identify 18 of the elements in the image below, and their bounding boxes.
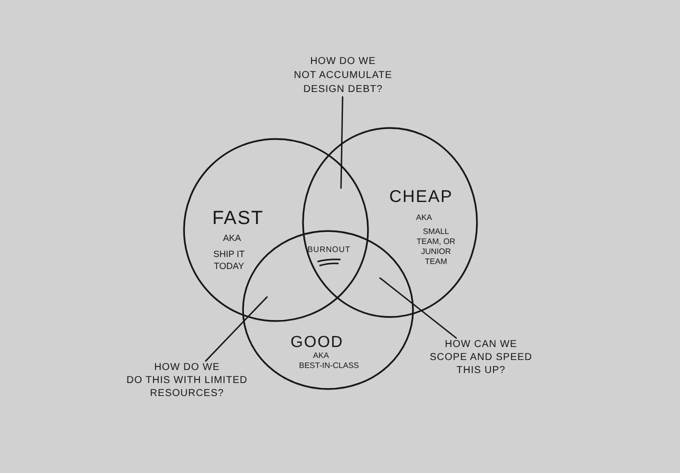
leader-line bbox=[379, 277, 457, 339]
venn-circle bbox=[183, 138, 369, 322]
description-text: SMALL TEAM, OR JUNIOR TEAM bbox=[416, 227, 456, 267]
alias-label: AKA bbox=[223, 233, 241, 244]
description-text: SHIP IT TODAY bbox=[213, 248, 245, 272]
circle-title: GOOD bbox=[290, 333, 344, 352]
leader-line bbox=[340, 96, 344, 189]
description-text: BEST-IN-CLASS bbox=[299, 361, 359, 371]
question-text: HOW DO WE NOT ACCUMULATE DESIGN DEBT? bbox=[294, 55, 392, 97]
overlap-label: BURNOUT bbox=[307, 245, 351, 255]
circle-title: FAST bbox=[212, 208, 264, 230]
alias-label: AKA bbox=[313, 351, 329, 361]
question-text: HOW DO WE DO THIS WITH LIMITED RESOURCES? bbox=[126, 361, 248, 400]
circle-title: CHEAP bbox=[389, 186, 453, 207]
venn-circle bbox=[302, 127, 478, 318]
alias-label: AKA bbox=[416, 213, 432, 223]
question-text: HOW CAN WE SCOPE AND SPEED THIS UP? bbox=[430, 338, 532, 377]
leader-line bbox=[205, 296, 268, 362]
